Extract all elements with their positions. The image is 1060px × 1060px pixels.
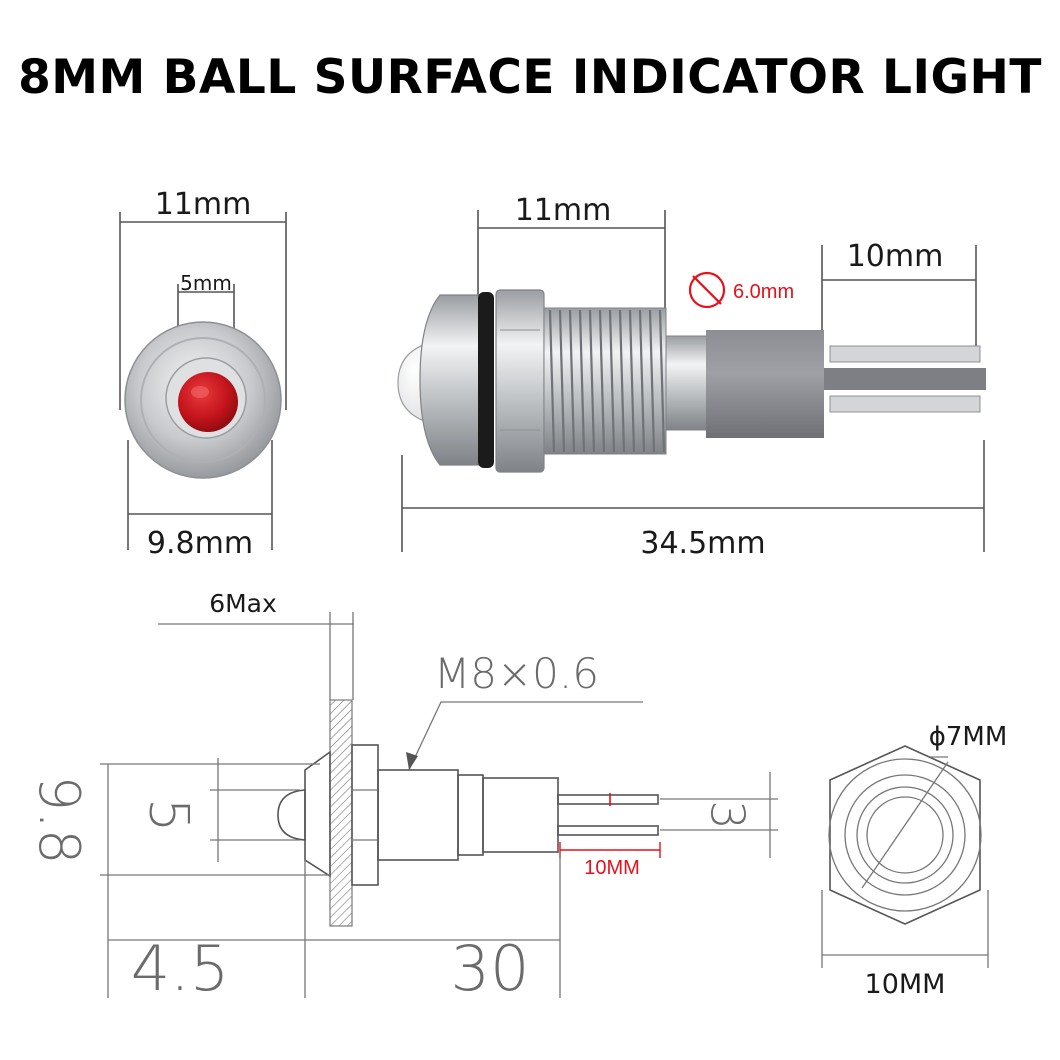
red-lens — [178, 372, 238, 432]
hex-width-label: 10MM — [865, 969, 946, 1000]
o-ring — [478, 292, 494, 468]
pin-length-label: 10MM — [584, 857, 640, 879]
front-lens-width-label: 5mm — [180, 271, 232, 295]
side-lead-length-label: 10mm — [847, 239, 944, 274]
body-height-label: 9.8 — [26, 775, 91, 864]
pin-lower — [829, 395, 981, 413]
technical-drawing: 6Max M8×0.6 9.8 5 — [26, 589, 778, 1005]
front-bottom-width-label: 9.8mm — [147, 526, 253, 561]
lens-length-label: 4.5 — [131, 932, 230, 1005]
hex-view: ϕ7MM 10MM — [821, 722, 1008, 1000]
gray-housing — [706, 330, 824, 438]
thread-label: M8×0.6 — [434, 649, 599, 698]
lens-height-label: 5 — [137, 798, 200, 832]
front-view: 11mm 5mm 9.8mm — [119, 187, 287, 561]
hex-nut — [495, 289, 545, 473]
side-lead-diameter-label: 6.0mm — [733, 281, 794, 303]
page-title: 8MM BALL SURFACE INDICATOR LIGHT — [18, 50, 1042, 105]
body-length-label: 30 — [451, 932, 530, 1005]
hex-outline — [829, 745, 981, 925]
inner-diameter-label: ϕ7MM — [929, 722, 1008, 752]
panel-plate — [329, 699, 353, 927]
side-view: 11mm 10mm 6.0mm — [397, 193, 986, 561]
front-top-width-label: 11mm — [155, 187, 252, 222]
flange-max-label: 6Max — [209, 589, 277, 618]
side-total-length-label: 34.5mm — [640, 526, 765, 561]
pin-spacing-label: 3 — [701, 800, 755, 829]
lead-spacer — [824, 368, 986, 390]
diameter-icon — [688, 271, 726, 309]
pin-upper — [829, 345, 981, 363]
side-head-width-label: 11mm — [515, 193, 612, 228]
